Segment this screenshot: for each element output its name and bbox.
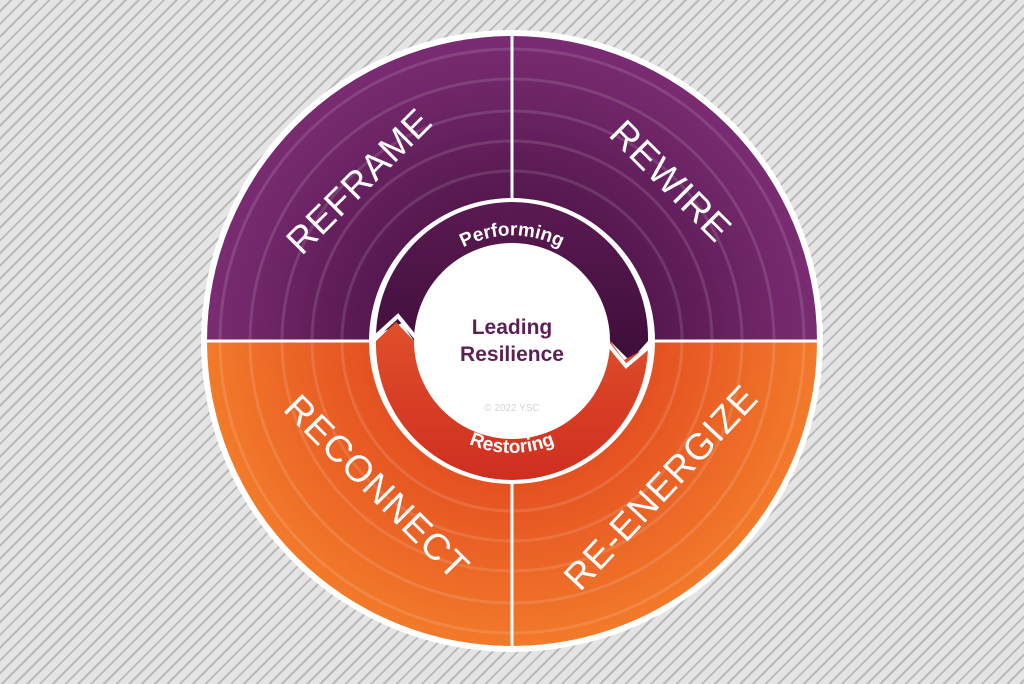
center-title-line1: Leading: [472, 316, 553, 339]
performing-arrow: [376, 202, 649, 361]
restoring-arrow: [375, 322, 648, 480]
center-circle: [417, 246, 607, 436]
center-title-line2: Resilience: [460, 343, 564, 366]
copyright-notice: © 2022 YSC: [484, 403, 540, 414]
left-arrow-outline: [374, 313, 418, 340]
right-arrow-outline: [606, 342, 652, 369]
